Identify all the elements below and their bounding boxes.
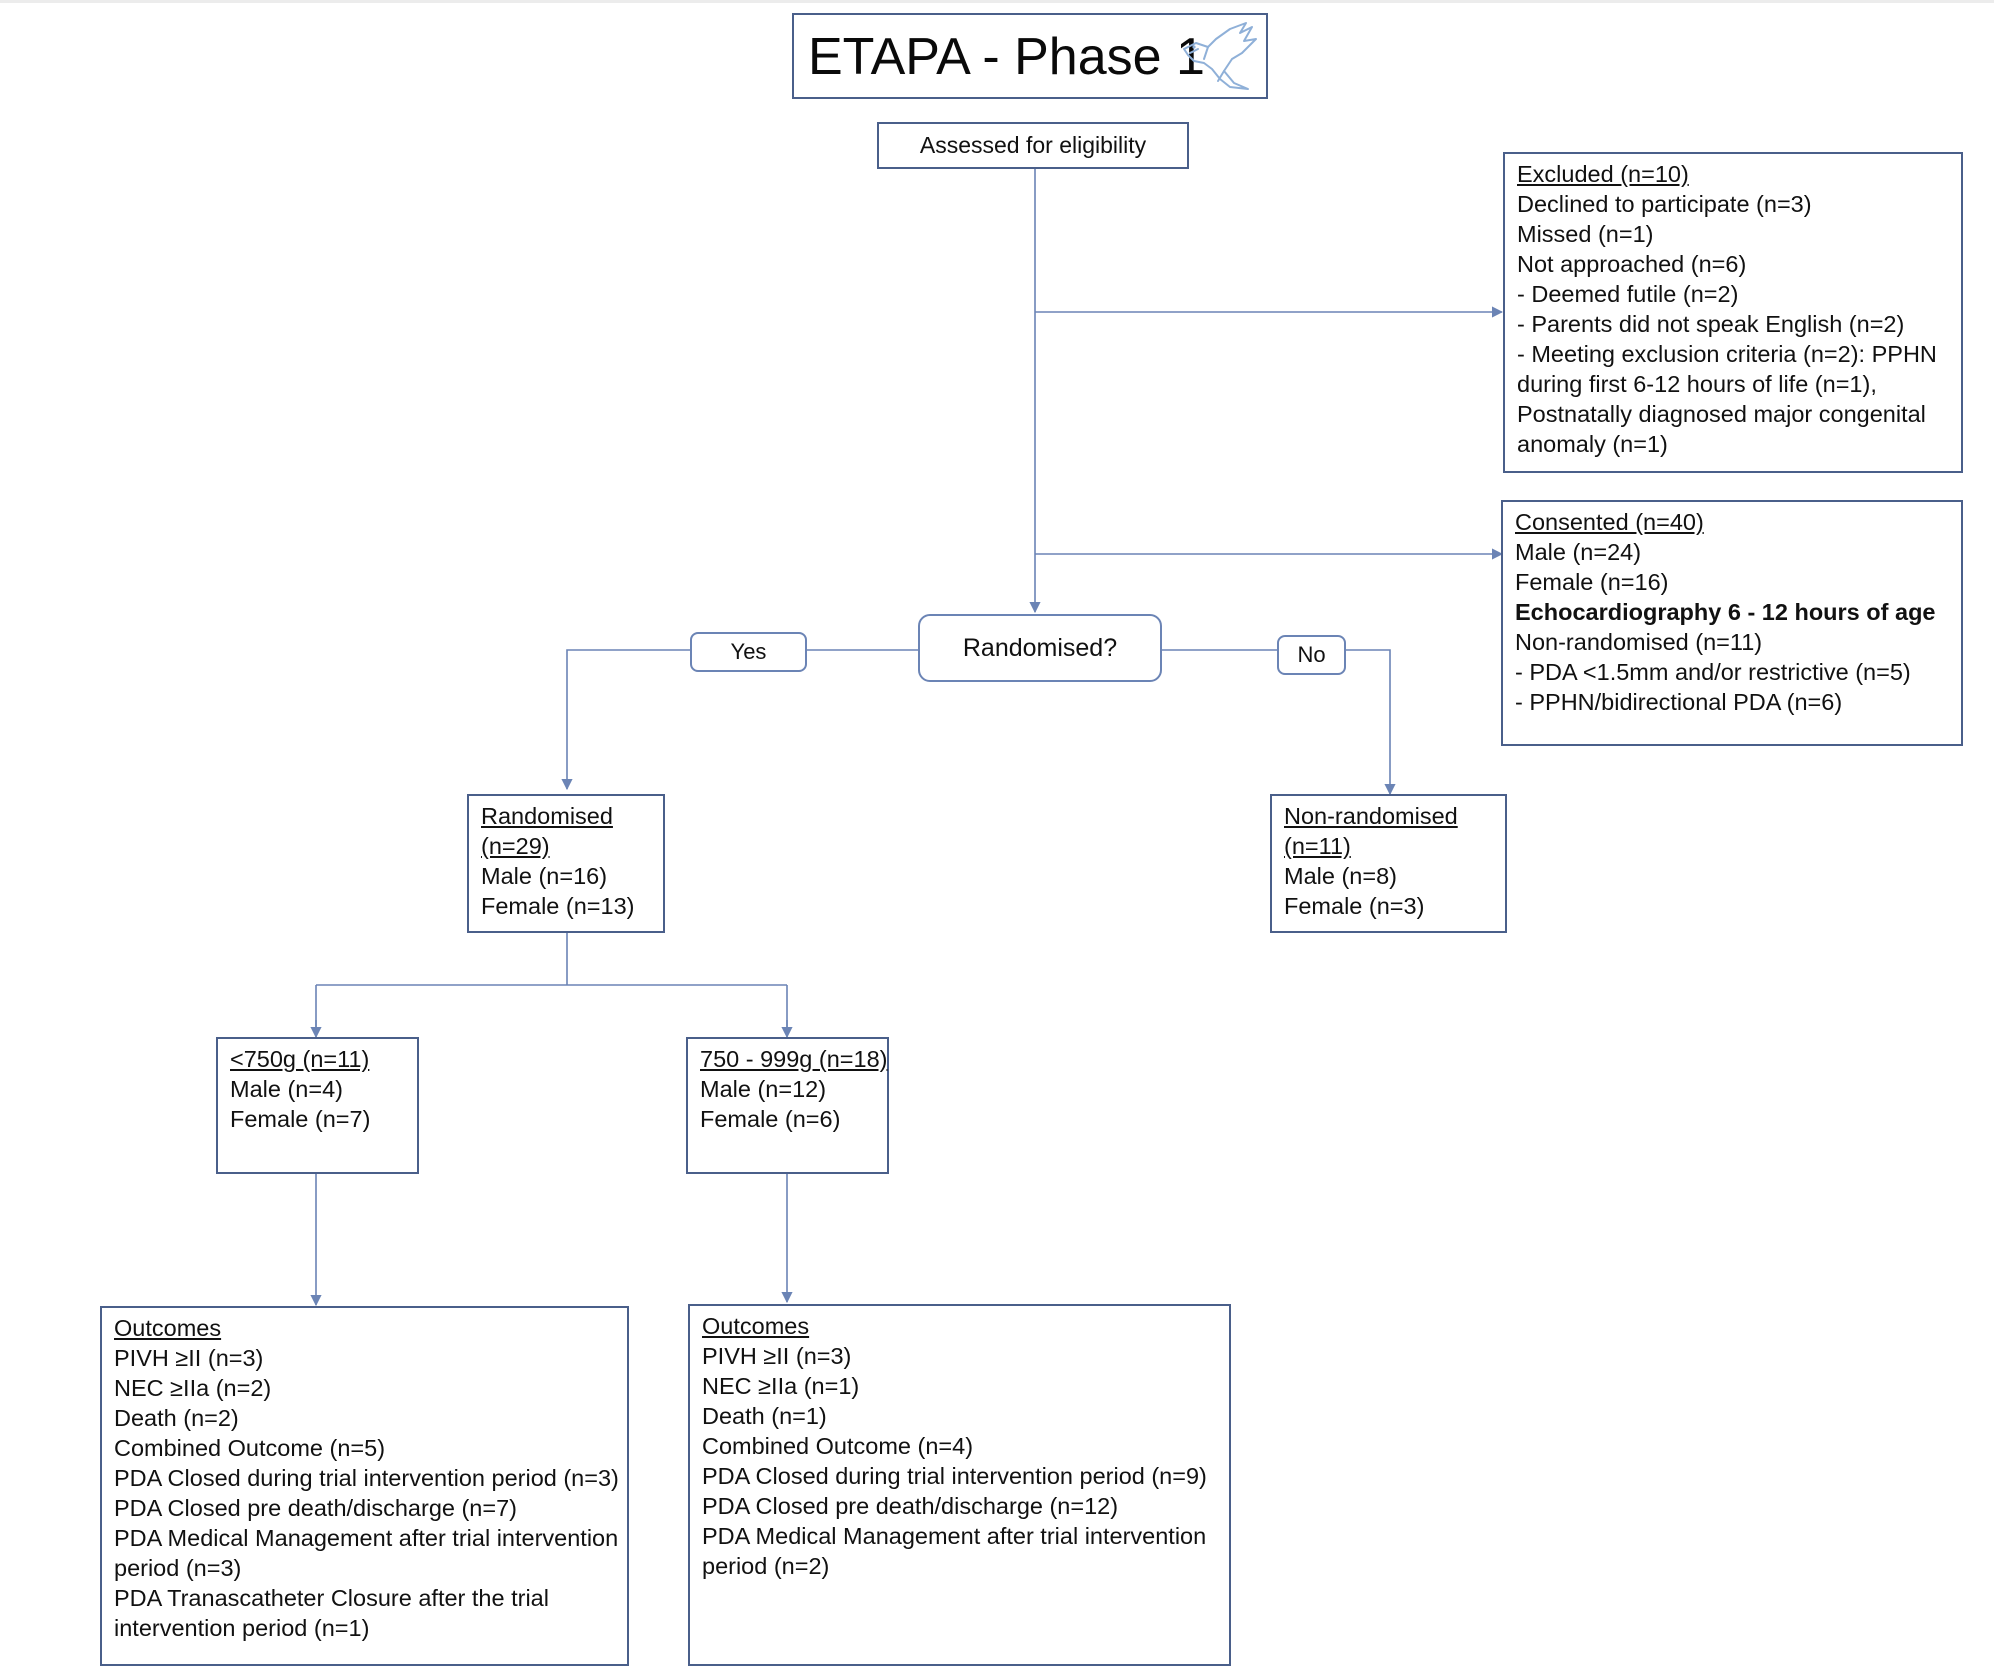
group-small-heading: <750g (n=11): [230, 1046, 370, 1072]
excluded-line: Postnatally diagnosed major congenital: [1517, 401, 1926, 427]
excluded-line: Not approached (n=6): [1517, 251, 1747, 277]
echo-heading: Echocardiography 6 - 12 hours of age: [1515, 599, 1936, 625]
outcome-line: Combined Outcome (n=4): [702, 1433, 974, 1459]
outcome-line: intervention period (n=1): [114, 1615, 370, 1641]
excluded-heading: Excluded (n=10): [1517, 161, 1689, 187]
consented-line: Male (n=24): [1515, 539, 1642, 565]
non-randomised-count: (n=11): [1284, 833, 1351, 859]
randomised-line: Female (n=13): [481, 893, 635, 919]
excluded-line: - Parents did not speak English (n=2): [1517, 311, 1905, 337]
excluded-line: Missed (n=1): [1517, 221, 1654, 247]
randomised-count: (n=29): [481, 833, 550, 859]
outcome-line: PDA Closed pre death/discharge (n=12): [702, 1493, 1119, 1519]
non-randomised-heading: Non-randomised: [1284, 803, 1458, 829]
outcome-line: PDA Medical Management after trial inter…: [114, 1525, 619, 1551]
echo-line: - PDA <1.5mm and/or restrictive (n=5): [1515, 659, 1911, 685]
group-small-box: <750g (n=11) Male (n=4) Female (n=7): [216, 1037, 419, 1174]
connector-split: [315, 933, 788, 1036]
echo-line: Non-randomised (n=11): [1515, 629, 1763, 655]
excluded-line: - Meeting exclusion criteria (n=2): PPHN: [1517, 341, 1937, 367]
outcome-line: period (n=2): [702, 1553, 830, 1579]
group-large-box: 750 - 999g (n=18) Male (n=12) Female (n=…: [686, 1037, 889, 1174]
non-randomised-box: Non-randomised (n=11) Male (n=8) Female …: [1270, 794, 1507, 933]
randomised-decision: Randomised?: [918, 614, 1162, 682]
outcome-line: PIVH ≥II (n=3): [114, 1345, 264, 1371]
outcome-line: PDA Closed during trial intervention per…: [114, 1465, 619, 1491]
randomised-line: Male (n=16): [481, 863, 608, 889]
diagram-title: ETAPA - Phase 1: [808, 28, 1205, 86]
no-label: No: [1297, 642, 1326, 667]
assessed-box: Assessed for eligibility: [877, 122, 1189, 169]
non-randomised-line: Female (n=3): [1284, 893, 1425, 919]
consented-heading: Consented (n=40): [1515, 509, 1704, 535]
consented-line: Female (n=16): [1515, 569, 1669, 595]
outcomes-small-heading: Outcomes: [114, 1315, 222, 1341]
yes-label-box: Yes: [690, 632, 807, 672]
outcome-line: Death (n=2): [114, 1405, 239, 1431]
outcomes-large-box: Outcomes PIVH ≥II (n=3) NEC ≥IIa (n=1) D…: [688, 1304, 1231, 1666]
outcome-line: period (n=3): [114, 1555, 242, 1581]
connector-no-down: [1346, 649, 1396, 796]
echo-line: - PPHN/bidirectional PDA (n=6): [1515, 689, 1843, 715]
connector-yes-down: [561, 649, 690, 791]
excluded-line: - Deemed futile (n=2): [1517, 281, 1739, 307]
group-large-line: Female (n=6): [700, 1106, 841, 1132]
yes-label: Yes: [730, 639, 767, 664]
excluded-line: during first 6-12 hours of life (n=1),: [1517, 371, 1877, 397]
outcome-line: PDA Tranascatheter Closure after the tri…: [114, 1585, 549, 1611]
outcomes-large-heading: Outcomes: [702, 1313, 810, 1339]
randomised-box: Randomised (n=29) Male (n=16) Female (n=…: [467, 794, 665, 933]
outcome-line: PDA Closed pre death/discharge (n=7): [114, 1495, 517, 1521]
title-box: ETAPA - Phase 1: [792, 13, 1268, 99]
excluded-box: Excluded (n=10) Declined to participate …: [1503, 152, 1963, 473]
dove-icon: [1183, 22, 1257, 90]
outcomes-small-box: Outcomes PIVH ≥II (n=3) NEC ≥IIa (n=2) D…: [100, 1306, 629, 1666]
group-large-heading: 750 - 999g (n=18): [700, 1046, 888, 1072]
consented-box: Consented (n=40) Male (n=24) Female (n=1…: [1501, 500, 1963, 746]
decision-question: Randomised?: [962, 634, 1118, 662]
group-small-line: Female (n=7): [230, 1106, 371, 1132]
no-label-box: No: [1277, 635, 1346, 675]
group-small-line: Male (n=4): [230, 1076, 343, 1102]
group-large-line: Male (n=12): [700, 1076, 827, 1102]
outcome-line: Combined Outcome (n=5): [114, 1435, 386, 1461]
assessed-label: Assessed for eligibility: [919, 132, 1147, 158]
randomised-heading: Randomised: [481, 803, 613, 829]
excluded-line: anomaly (n=1): [1517, 431, 1668, 457]
outcome-line: PIVH ≥II (n=3): [702, 1343, 852, 1369]
outcome-line: PDA Medical Management after trial inter…: [702, 1523, 1207, 1549]
outcome-line: NEC ≥IIa (n=2): [114, 1375, 272, 1401]
outcome-line: PDA Closed during trial intervention per…: [702, 1463, 1207, 1489]
top-border: [0, 0, 1994, 3]
outcome-line: NEC ≥IIa (n=1): [702, 1373, 860, 1399]
excluded-line: Declined to participate (n=3): [1517, 191, 1812, 217]
outcome-line: Death (n=1): [702, 1403, 827, 1429]
non-randomised-line: Male (n=8): [1284, 863, 1397, 889]
